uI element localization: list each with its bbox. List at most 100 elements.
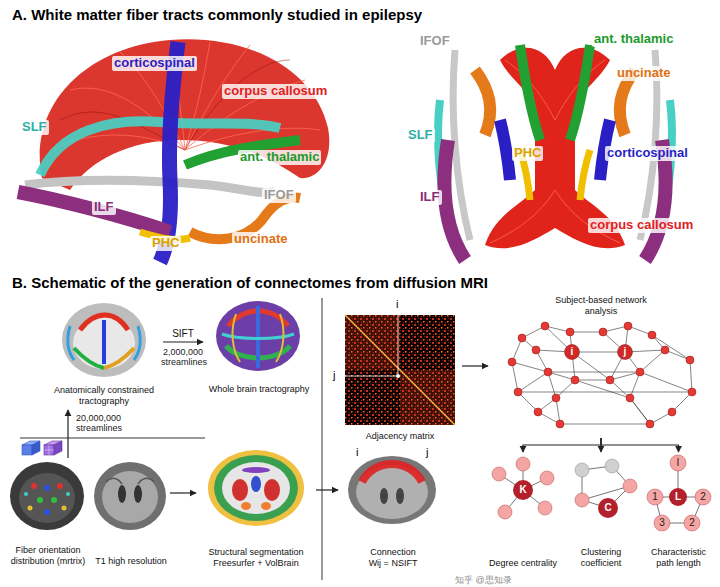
tract-label: IFOF [262,188,296,203]
panel-caption: T1 high resolution [95,556,167,567]
fod-brain [44,509,50,515]
fod-brain [28,506,33,511]
tract-label: PHC [512,146,543,161]
clustering-graph [598,498,618,518]
connection-brain [348,456,436,524]
tract-label: SLF [406,128,435,143]
degree-graph [492,467,506,481]
network-graph [648,331,656,339]
network-graph [636,368,644,376]
segmentation-brain [208,450,304,526]
voxel-icons [22,445,32,455]
fod-brain [19,473,75,523]
network-graph [566,328,574,336]
image-panel: Degree centrality [484,452,562,572]
node-letter: 1 [647,490,663,504]
path-length-graph [670,455,686,471]
fod-brain [31,483,37,489]
bracket-line [20,438,205,439]
tract-label: ILF [92,200,116,215]
network-graph [541,322,549,330]
t1-brain [94,462,166,530]
panel-title: B. Schematic of the generation of connec… [12,274,488,291]
segmentation-brain [261,502,271,510]
panel-caption: Subject-based network analysis [546,295,656,317]
segmentation-brain [251,476,261,492]
voxel-icons [32,441,40,455]
segmentation-brain [264,479,280,501]
clustering-graph [575,463,589,477]
fod-brain [66,492,70,496]
clustering-graph [575,459,637,518]
voxel-icons [44,445,54,455]
axial-tract-view [490,190,555,243]
voxel-icons [54,441,62,455]
act-brain [62,303,146,377]
flow-arrow [163,341,203,342]
path-length-graph [654,515,670,531]
whole-brain-tractography [216,301,300,371]
formula: Wij = NSIFT [369,558,418,569]
adjacency-matrix-image [345,315,455,425]
panel-caption: Clustering coefficient [566,547,636,569]
network-graph [508,322,696,428]
segmentation-brain [242,467,270,473]
voxel-icons [44,445,54,455]
node-letter: K [515,483,531,497]
network-graph [599,328,607,336]
tract-label: corpus callosum [588,218,695,233]
panel-caption: Connection [370,547,416,558]
network-graph [571,376,579,384]
segmentation-brain [232,479,248,501]
streamline-count: 2,000,000 streamlines [161,347,205,368]
segmentation-brain [214,455,298,521]
network-graph [514,388,522,396]
connection-brain [396,488,404,504]
network-graph [552,394,560,402]
degree-graph [498,505,512,519]
divider-line [322,298,323,580]
tract-label: corticospinal [605,146,690,161]
fod-brain [24,492,28,496]
lateral-tract-view [18,192,170,232]
image-panel: Clustering coefficient [563,452,639,572]
path-length-graph [647,489,663,505]
network-graph [534,408,542,416]
tract-label: SLF [20,120,49,135]
flow-arrow [67,410,68,458]
fod-brain [10,462,84,530]
index-label: i [396,298,398,311]
axial-tract-view [520,45,540,140]
network-graph [624,322,632,330]
t1-brain [134,485,142,503]
panel-caption: Structural segmentation Freesurfer + Vol… [199,547,313,569]
path-length-graph [647,455,711,531]
network-graph [668,408,676,416]
tract-label: ant. thalamic [238,150,321,165]
fod-brain [57,483,63,489]
whole-brain-tractography [276,314,283,362]
index-label: j [426,446,428,459]
clustering-graph [575,493,589,507]
axial-tract-view [555,190,620,243]
whole-brain-tractography [233,314,240,362]
whole-brain-tractography [216,301,300,371]
network-graph [518,334,526,342]
path-length-graph [669,488,687,506]
adjacency-matrix-image [345,315,455,425]
axial-tract-view [475,70,490,135]
adjacency-matrix-image [345,315,455,425]
bracket-line [20,438,205,439]
t1-brain [94,462,166,530]
tract-label: uncinate [615,66,672,81]
lateral-tract-view [185,60,290,150]
flow-arrow [316,489,338,490]
panel-caption: Fiber orientation distribution (mrtrix) [9,545,87,567]
tract-label: ILF [418,190,442,205]
flow-arrow [462,365,488,366]
image-panel: Structural segmentation Freesurfer + Vol… [196,446,316,572]
image-panel: Anatomically constrained tractography [45,302,163,410]
segmentation-brain [241,502,251,510]
tract-label: IFOF [418,34,452,49]
divider-line [321,298,322,580]
